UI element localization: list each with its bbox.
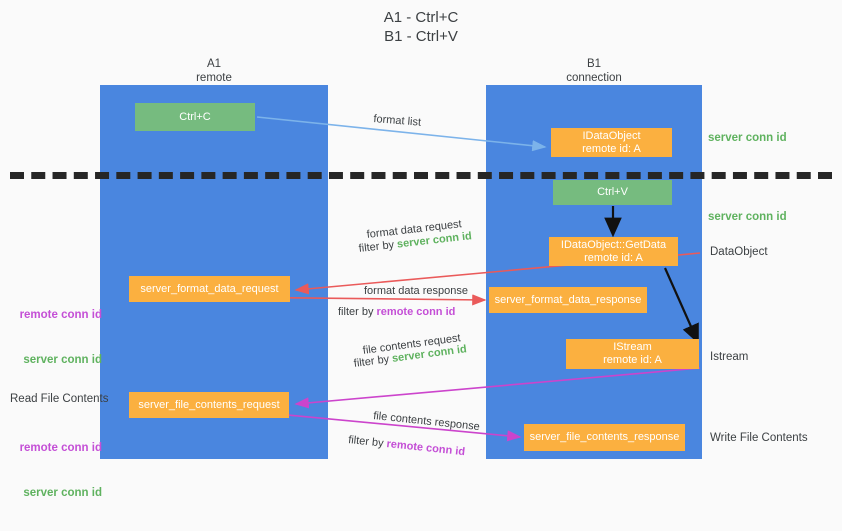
- box-server-file-contents-response[interactable]: server_file_contents_response: [524, 424, 685, 451]
- label-server-conn-id-2: server conn id: [23, 487, 102, 499]
- box-ctrl-c[interactable]: Ctrl+C: [135, 103, 255, 131]
- filter-value-remote-conn-id-2: remote conn id: [385, 438, 466, 459]
- label-conn-ids-format: remote conn id server conn id: [10, 278, 102, 398]
- label-write-file-contents: Write File Contents: [710, 432, 808, 444]
- label-remote-conn-id-2: remote conn id: [19, 442, 102, 454]
- filter-prefix-2: filter by: [338, 306, 377, 318]
- box-ctrl-v[interactable]: Ctrl+V: [553, 180, 672, 205]
- filter-prefix-4: filter by: [347, 433, 388, 450]
- label-istream: Istream: [710, 351, 749, 363]
- arrow-label-format-data-response-filter: filter by remote conn id: [338, 305, 455, 320]
- arrow-label-format-data-response: format data response: [364, 285, 468, 297]
- diagram-canvas: A1 - Ctrl+C B1 - Ctrl+V A1 remote B1 con…: [10, 9, 832, 499]
- box-server-format-data-response[interactable]: server_format_data_response: [489, 287, 647, 313]
- filter-prefix-3: filter by: [353, 352, 393, 370]
- box-idataobject[interactable]: IDataObject remote id: A: [551, 128, 672, 157]
- label-conn-ids-file: remote conn id server conn id: [10, 411, 102, 531]
- filter-prefix-1: filter by: [358, 238, 398, 255]
- column-a1-label: A1 remote: [196, 58, 232, 84]
- arrow-label-file-contents-response: file contents response: [372, 409, 481, 434]
- box-idataobject-getdata[interactable]: IDataObject::GetData remote id: A: [549, 237, 678, 266]
- page-title: A1 - Ctrl+C B1 - Ctrl+V: [383, 9, 459, 45]
- arrow-label-file-contents-response-filter: filter by remote conn id: [347, 433, 466, 460]
- filter-value-remote-conn-id-1: remote conn id: [376, 306, 456, 318]
- box-istream[interactable]: IStream remote id: A: [566, 339, 699, 369]
- label-server-conn-id-mid: server conn id: [708, 211, 787, 223]
- label-server-conn-id-1: server conn id: [23, 354, 102, 366]
- label-remote-conn-id-1: remote conn id: [19, 309, 102, 321]
- label-server-conn-id-top: server conn id: [708, 132, 787, 144]
- arrow-label-format-list: format list: [372, 112, 422, 129]
- clipboard-boundary-divider: [10, 172, 832, 179]
- label-dataobject: DataObject: [710, 246, 768, 258]
- label-read-file-contents: Read File Contents: [10, 393, 109, 405]
- column-b1-label: B1 connection: [566, 58, 622, 84]
- box-server-format-data-request[interactable]: server_format_data_request: [129, 276, 290, 302]
- box-server-file-contents-request[interactable]: server_file_contents_request: [129, 392, 289, 418]
